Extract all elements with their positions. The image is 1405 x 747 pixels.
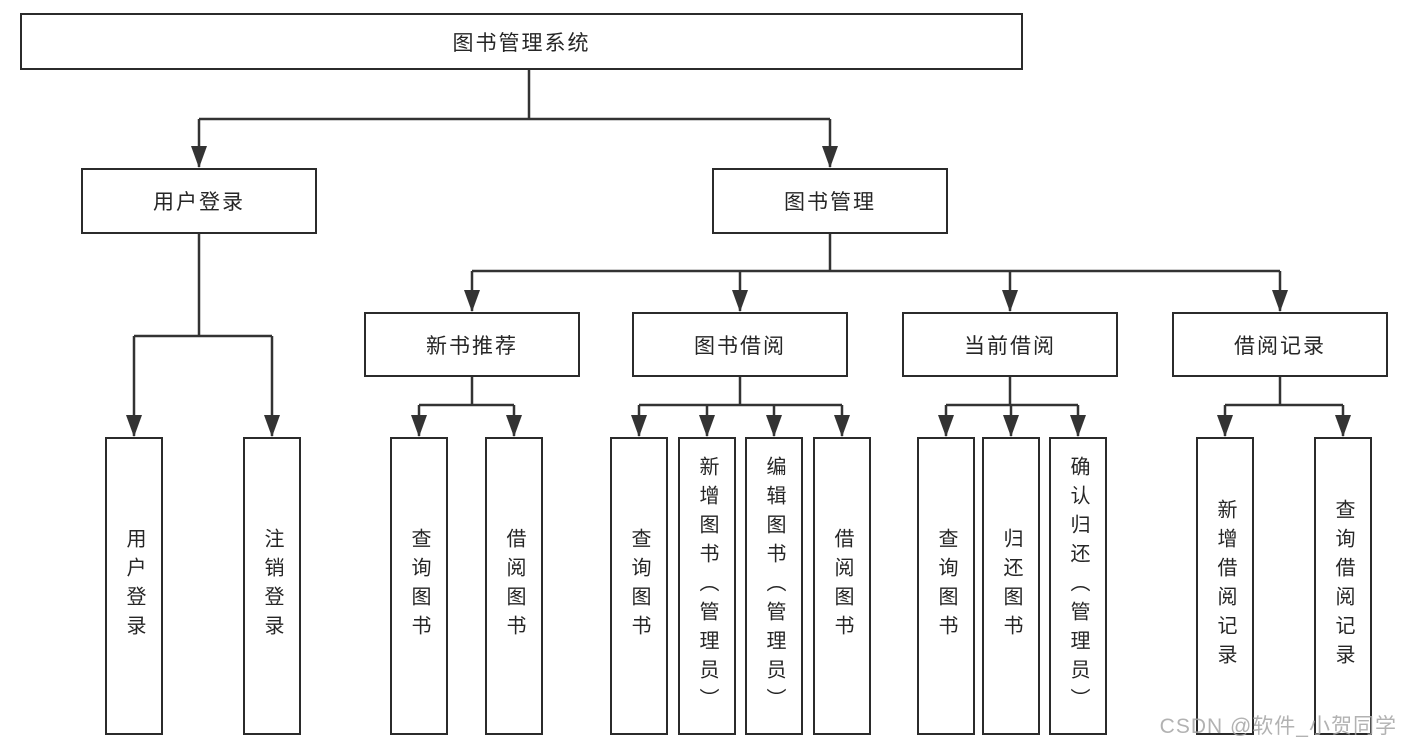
node-label: 图书管理系统 bbox=[452, 31, 591, 55]
node-book-management: 图书管理 bbox=[712, 168, 948, 234]
node-user-login-branch: 用户登录 bbox=[81, 168, 317, 234]
node-edit-book-admin: 编辑图书（管理员） bbox=[745, 437, 803, 735]
node-logout: 注销登录 bbox=[243, 437, 301, 735]
node-confirm-return-admin: 确认归还（管理员） bbox=[1049, 437, 1107, 735]
node-query-borrow-record: 查询借阅记录 bbox=[1314, 437, 1372, 735]
node-add-borrow-record: 新增借阅记录 bbox=[1196, 437, 1254, 735]
node-label: 新增借阅记录 bbox=[1214, 499, 1236, 673]
node-label: 查询图书 bbox=[628, 528, 650, 644]
node-query-books-borrow: 查询图书 bbox=[610, 437, 668, 735]
node-label: 用户登录 bbox=[153, 191, 245, 214]
node-current-borrow: 当前借阅 bbox=[902, 312, 1118, 377]
node-label: 新书推荐 bbox=[426, 334, 518, 358]
node-user-login-leaf: 用户登录 bbox=[105, 437, 163, 735]
node-label: 新增图书（管理员） bbox=[696, 455, 718, 717]
csdn-watermark: CSDN @软件_小贺同学 bbox=[1159, 715, 1397, 738]
node-label: 借阅图书 bbox=[503, 528, 525, 644]
node-label: 借阅记录 bbox=[1234, 334, 1326, 358]
node-label: 编辑图书（管理员） bbox=[763, 455, 785, 717]
node-label: 查询图书 bbox=[935, 528, 957, 644]
node-label: 归还图书 bbox=[1000, 528, 1022, 644]
node-query-books-recommend: 查询图书 bbox=[390, 437, 448, 735]
node-return-book: 归还图书 bbox=[982, 437, 1040, 735]
node-label: 当前借阅 bbox=[964, 334, 1056, 358]
node-label: 查询借阅记录 bbox=[1332, 499, 1354, 673]
node-label: 图书管理 bbox=[784, 191, 876, 214]
node-label: 查询图书 bbox=[408, 528, 430, 644]
node-label: 注销登录 bbox=[261, 528, 283, 644]
node-book-borrow: 图书借阅 bbox=[632, 312, 848, 377]
node-add-book-admin: 新增图书（管理员） bbox=[678, 437, 736, 735]
node-label: 用户登录 bbox=[123, 528, 145, 644]
node-borrow-records: 借阅记录 bbox=[1172, 312, 1388, 377]
node-new-book-recommend: 新书推荐 bbox=[364, 312, 580, 377]
node-library-system: 图书管理系统 bbox=[20, 13, 1023, 70]
node-label: 图书借阅 bbox=[694, 334, 786, 358]
node-query-books-current: 查询图书 bbox=[917, 437, 975, 735]
node-label: 确认归还（管理员） bbox=[1067, 455, 1089, 717]
node-borrow-books-leaf: 借阅图书 bbox=[813, 437, 871, 735]
node-label: 借阅图书 bbox=[831, 528, 853, 644]
node-borrow-books-recommend: 借阅图书 bbox=[485, 437, 543, 735]
